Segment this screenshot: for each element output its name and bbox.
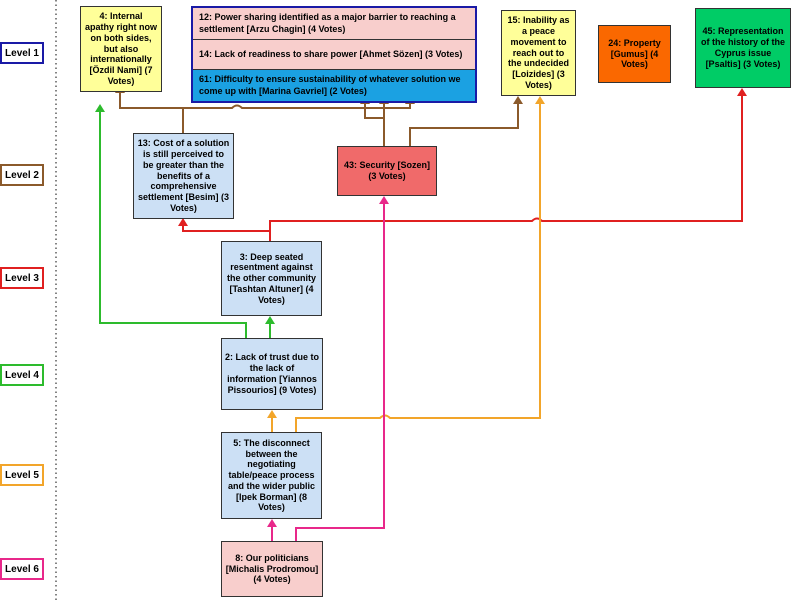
magenta-arrowheads	[267, 196, 389, 527]
node-14: 14: Lack of readiness to share power [Ah…	[193, 40, 475, 70]
node-24: 24: Property [Gumus] (4 Votes)	[598, 25, 671, 83]
level-4-label: Level 4	[0, 364, 44, 386]
node-15: 15: Inability as a peace movement to rea…	[501, 10, 576, 96]
edge-3-to-45	[269, 95, 743, 231]
edge-8-to-43	[295, 203, 385, 541]
brown-edges	[119, 93, 519, 146]
node-4: 4: Internal apathy right now on both sid…	[80, 6, 162, 92]
edge-43-to-15	[409, 104, 519, 146]
red-edges	[182, 95, 743, 241]
node-8: 8: Our politicians [Michalis Prodromou] …	[221, 541, 323, 597]
node-3: 3: Deep seated resentment against the ot…	[221, 241, 322, 316]
green-arrowheads	[95, 104, 275, 324]
node-group-12-14-61: 12: Power sharing identified as a major …	[191, 6, 477, 103]
node-5: 5: The disconnect between the negotiatin…	[221, 432, 322, 519]
red-arrowheads	[178, 88, 747, 226]
edge-43-to-12	[364, 104, 384, 119]
edge-13-to-12	[183, 104, 411, 109]
level-3-label: Level 3	[0, 267, 44, 289]
green-edges	[99, 111, 271, 338]
level-2-label: Level 2	[0, 164, 44, 186]
edge-13-to-4	[119, 93, 184, 133]
level-1-label: Level 1	[0, 42, 44, 64]
node-2: 2: Lack of trust due to the lack of info…	[221, 338, 323, 410]
level-5-label: Level 5	[0, 464, 44, 486]
node-45: 45: Representation of the history of the…	[695, 8, 791, 88]
edge-2-to-4	[99, 111, 247, 338]
node-43: 43: Security [Sozen] (3 Votes)	[337, 146, 437, 196]
node-13: 13: Cost of a solution is still perceive…	[133, 133, 234, 219]
level-6-label: Level 6	[0, 558, 44, 580]
node-12: 12: Power sharing identified as a major …	[193, 8, 475, 40]
node-61: 61: Difficulty to ensure sustainability …	[193, 70, 475, 101]
magenta-edges	[271, 203, 385, 541]
orange-arrowheads	[267, 96, 545, 418]
edge-3-to-13	[182, 226, 271, 241]
